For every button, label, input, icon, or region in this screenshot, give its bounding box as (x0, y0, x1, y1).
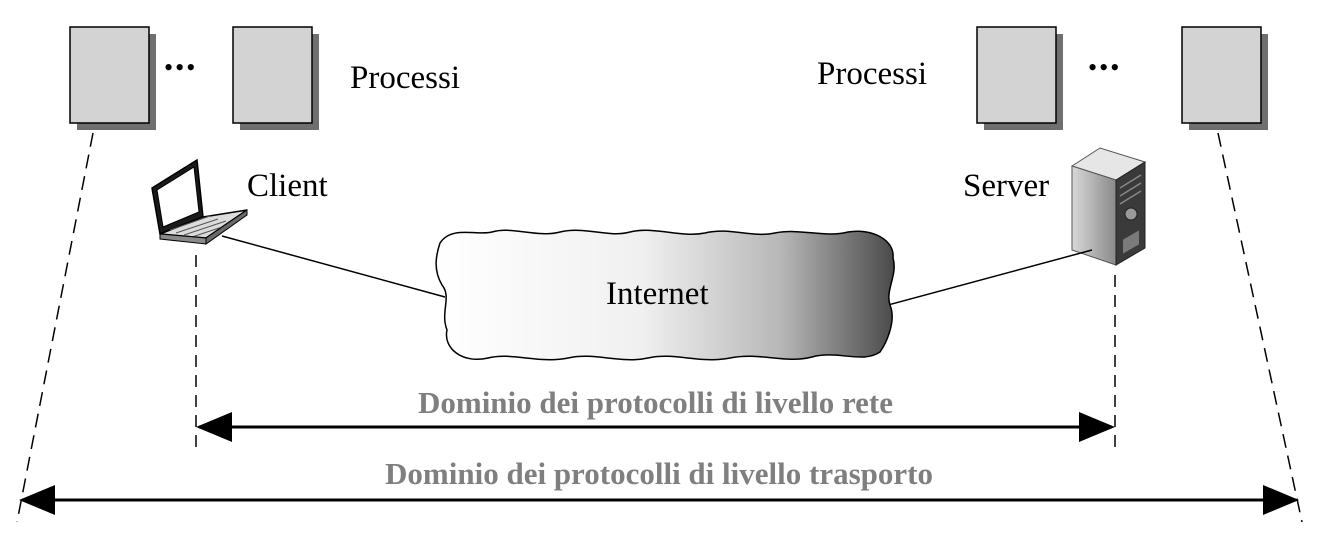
network-domain-label: Dominio dei protocolli di livello rete (417, 385, 893, 420)
server-label: Server (963, 168, 1050, 204)
process-box-right-2 (1181, 26, 1268, 130)
client-label: Client (247, 168, 328, 204)
internet-label: Internet (606, 276, 709, 312)
transport-boundary-right (1217, 132, 1303, 523)
laptop-icon (151, 158, 248, 245)
transport-boundary-left (16, 132, 94, 523)
cloud-icon (435, 229, 895, 361)
processes-right-label: Processi (817, 56, 927, 92)
process-box-right-1 (976, 26, 1063, 130)
server-tower-icon (1070, 147, 1147, 266)
client-link (221, 235, 446, 298)
processes-left-label: Processi (350, 60, 460, 96)
process-box-left-1 (69, 26, 156, 130)
process-box-left-2 (232, 26, 319, 130)
server-link (887, 249, 1093, 306)
ellipsis-right: ••• (1088, 53, 1122, 82)
transport-domain-label: Dominio dei protocolli di livello traspo… (385, 456, 933, 491)
ellipsis-left: ••• (164, 53, 198, 82)
